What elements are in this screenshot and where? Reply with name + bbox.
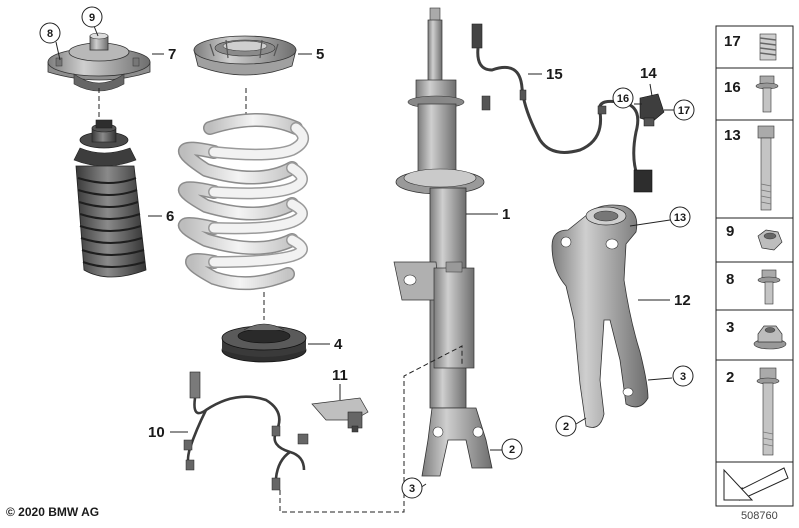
sidebar-num-2: 2 [726,369,734,386]
sidebar-row-13[interactable]: 13 [724,125,775,211]
callout-14: 14 [640,65,657,82]
callout-circle-3a: 3 [401,477,423,499]
callout-12: 12 [674,292,691,309]
callout-circle-9: 9 [81,6,103,28]
callout-2b: 2 [563,421,569,433]
callout-17: 17 [678,105,690,117]
callout-7: 7 [168,46,176,63]
bracket-part-14 [639,93,665,127]
sidebar-row-17[interactable]: 17 [724,33,777,61]
callout-8: 8 [47,28,53,40]
callout-15: 15 [546,66,563,83]
wheel-carrier-part-12 [551,204,649,428]
direction-arrow-icon [723,467,789,501]
sidebar-row-2[interactable]: 2 [726,367,780,456]
callout-1: 1 [502,206,510,223]
collar-screw-icon [755,75,779,113]
sidebar-num-16: 16 [724,79,741,96]
sidebar-row-3[interactable]: 3 [726,319,787,350]
callout-circle-13: 13 [669,206,691,228]
sidebar-row-8[interactable]: 8 [726,269,781,305]
callout-3b: 3 [680,371,686,383]
bracket-part-11 [311,397,369,433]
sidebar-num-3: 3 [726,319,734,336]
threaded-insert-icon [759,33,777,61]
callout-circle-8: 8 [39,22,61,44]
copyright-text: © 2020 BMW AG [6,505,100,519]
diagram-id: 508760 [741,510,778,522]
top-mount-part-7 [47,32,151,92]
sidebar-row-9[interactable]: 9 [726,223,783,251]
flange-screw-icon [757,269,781,305]
sidebar-num-9: 9 [726,223,734,240]
hex-nut-icon [757,229,783,251]
callout-5: 5 [316,46,324,63]
callout-2a: 2 [509,444,515,456]
callout-10: 10 [148,424,165,441]
parts-sidebar: 17 16 13 9 [715,25,794,507]
callout-13: 13 [674,212,686,224]
hex-bolt-icon [756,367,780,456]
callout-circle-16: 16 [612,87,634,109]
callout-9: 9 [89,12,95,24]
sidebar-row-16[interactable]: 16 [724,75,779,113]
callout-3a: 3 [409,483,415,495]
sensor-cable-part-10 [183,371,309,491]
dust-boot-part-6 [73,119,147,278]
long-bolt-icon [757,125,775,211]
upper-spring-seat-part-5 [193,35,297,76]
callout-circle-3b: 3 [672,365,694,387]
callout-16: 16 [617,93,629,105]
lower-spring-pad-part-4 [221,323,307,363]
callout-circle-2a: 2 [501,438,523,460]
sidebar-num-17: 17 [724,33,741,50]
callout-circle-2b: 2 [555,415,577,437]
sidebar-num-8: 8 [726,271,734,288]
callout-circle-17: 17 [673,99,695,121]
callout-6: 6 [166,208,174,225]
sensor-cable-part-15 [471,23,653,193]
sidebar-num-13: 13 [724,127,741,144]
coil-spring [177,113,309,291]
callout-11: 11 [332,367,348,384]
callout-4: 4 [334,336,343,353]
self-locking-nut-icon [753,325,787,350]
strut-part-1 [393,7,493,477]
